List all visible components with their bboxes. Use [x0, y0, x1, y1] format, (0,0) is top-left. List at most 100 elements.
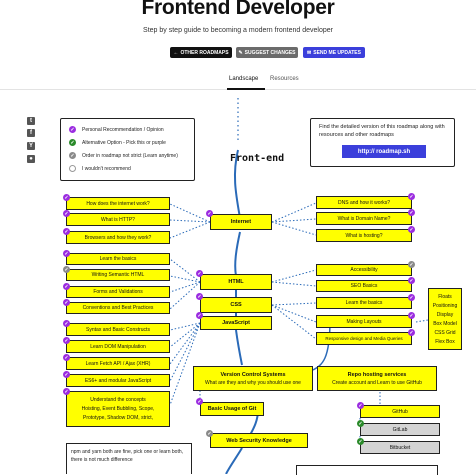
check-icon: ✓	[63, 266, 70, 273]
suggest-icon: ✎	[238, 49, 243, 56]
legend-item: ✓ Personal Recommendation / Opinion	[69, 126, 164, 133]
node-html-topic[interactable]: Forms and Validations	[66, 286, 170, 298]
node-js-topic[interactable]: Learn Fetch API / Ajax (XHR)	[66, 357, 170, 370]
node-javascript[interactable]: JavaScript	[200, 316, 272, 330]
legend-label: Order in roadmap not strict (Learn anyti…	[82, 152, 178, 159]
legend-item: I wouldn't recommend	[69, 165, 131, 172]
legend-item: ✓ Alternative Option - Pick this or purp…	[69, 139, 166, 146]
node-css-topic[interactable]: Making Layouts	[316, 315, 412, 328]
node-internet-right[interactable]: What is hosting?	[316, 229, 412, 242]
hackernews-icon[interactable]: Y	[27, 142, 35, 150]
twitter-icon[interactable]: t	[27, 117, 35, 125]
check-icon: ✓	[357, 402, 364, 409]
facebook-icon[interactable]: f	[27, 129, 35, 137]
reddit-icon[interactable]: ●	[27, 155, 35, 163]
node-css[interactable]: CSS	[200, 297, 272, 313]
check-icon: ✓	[408, 312, 415, 319]
check-icon: ✓	[196, 270, 203, 277]
repo-subtitle: Create account and Learn to use GitHub	[332, 380, 422, 386]
vcs-title: Version Control Systems	[220, 372, 286, 378]
js-concept-line: Hoisting, Event Bubbling, Scope,	[81, 406, 155, 412]
check-icon: ✓	[63, 354, 70, 361]
check-icon: ✓	[196, 398, 203, 405]
node-git-basics[interactable]: Basic Usage of Git	[200, 402, 264, 416]
active-tab-indicator	[227, 88, 265, 90]
node-css-topic[interactable]: Accessibility	[316, 264, 412, 276]
check-icon: ✓	[196, 293, 203, 300]
tab-resources[interactable]: Resources	[270, 76, 299, 82]
node-css-topic[interactable]: SEO Basics	[316, 280, 412, 292]
check-icon: ✓	[206, 430, 213, 437]
check-icon: ✓	[63, 320, 70, 327]
legend-label: Alternative Option - Pick this or purple	[82, 139, 166, 146]
layout-topic: Positioning	[432, 303, 458, 309]
check-icon: ✓	[408, 226, 415, 233]
node-js-topic[interactable]: Learn DOM Manipulation	[66, 340, 170, 353]
node-repo-hosting[interactable]: Repo hosting services Create account and…	[317, 366, 437, 391]
mail-icon: ✉	[307, 49, 312, 56]
suggest-changes-button[interactable]: ✎ SUGGEST CHANGES	[236, 47, 298, 58]
js-concept-line: Understand the concepts	[90, 397, 146, 403]
node-css-topic[interactable]: Learn the basics	[316, 297, 412, 309]
node-html-topic[interactable]: Conventions and Best Practices	[66, 302, 170, 314]
page-title: Frontend Developer	[141, 0, 335, 19]
check-icon: ✓	[69, 126, 76, 133]
node-internet-left[interactable]: How does the internet work?	[66, 197, 170, 210]
send-updates-label: SEND ME UPDATES	[313, 49, 361, 56]
info-box: Find the detailed version of this roadma…	[310, 118, 455, 167]
check-icon: ✓	[408, 193, 415, 200]
check-icon: ✓	[357, 438, 364, 445]
info-text: Find the detailed version of this roadma…	[319, 124, 445, 138]
legend-label: Personal Recommendation / Opinion	[82, 126, 164, 133]
check-icon: ✓	[63, 194, 70, 201]
node-internet-left[interactable]: Browsers and how they work?	[66, 231, 170, 244]
check-icon: ✓	[408, 294, 415, 301]
check-icon: ✓	[63, 299, 70, 306]
node-js-topic[interactable]: Syntax and Basic Constructs	[66, 323, 170, 336]
check-icon: ✓	[69, 152, 76, 159]
node-gitlab[interactable]: GitLab	[360, 423, 440, 436]
repo-title: Repo hosting services	[347, 372, 407, 378]
check-icon: ✓	[69, 139, 76, 146]
empty-dot-icon	[69, 165, 76, 172]
check-icon: ✓	[63, 210, 70, 217]
check-icon: ✓	[408, 209, 415, 216]
node-html-topic[interactable]: Writing Semantic HTML	[66, 269, 170, 281]
other-roadmaps-button[interactable]: ← OTHER ROADMAPS	[170, 47, 232, 58]
node-internet-left[interactable]: What is HTTP?	[66, 213, 170, 226]
node-internet[interactable]: Internet	[210, 214, 272, 230]
next-node-partial	[296, 465, 438, 475]
check-icon: ✓	[206, 210, 213, 217]
layout-topic: Display	[436, 312, 454, 318]
roadmap-link-button[interactable]: http:// roadmap.sh	[342, 145, 426, 158]
node-github[interactable]: GitHub	[360, 405, 440, 418]
check-icon: ✓	[63, 388, 70, 395]
js-concept-line: Prototype, Shadow DOM, strict,	[82, 415, 154, 421]
legend-box: ✓ Personal Recommendation / Opinion ✓ Al…	[60, 118, 195, 181]
send-updates-button[interactable]: ✉ SEND ME UPDATES	[303, 47, 365, 58]
check-icon: ✓	[63, 337, 70, 344]
vcs-subtitle: What are they and why you should use one	[205, 380, 301, 386]
node-internet-right[interactable]: What is Domain Name?	[316, 212, 412, 225]
package-manager-note: npm and yarn both are fine, pick one or …	[66, 443, 192, 474]
node-internet-right[interactable]: DNS and how it works?	[316, 196, 412, 209]
node-web-security[interactable]: Web Security Knowledge	[210, 433, 308, 448]
node-vcs[interactable]: Version Control Systems What are they an…	[193, 366, 313, 391]
check-icon: ✓	[408, 329, 415, 336]
legend-label: I wouldn't recommend	[82, 165, 131, 172]
node-html-topic[interactable]: Learn the basics	[66, 253, 170, 265]
arrow-left-icon: ←	[173, 49, 179, 56]
node-css-topic[interactable]: Responsive design and Media Queries	[316, 332, 412, 345]
node-html[interactable]: HTML	[200, 274, 272, 290]
node-js-concepts[interactable]: Understand the concepts Hoisting, Event …	[66, 391, 170, 427]
check-icon: ✓	[408, 277, 415, 284]
layout-topic: CSS Grid	[434, 330, 456, 336]
node-bitbucket[interactable]: Bitbucket	[360, 441, 440, 454]
tab-landscape[interactable]: Landscape	[229, 76, 259, 82]
node-js-topic[interactable]: ES6+ and modular JavaScript	[66, 374, 170, 387]
layout-topic: Floats	[438, 294, 452, 300]
layout-topic: Box Model	[433, 321, 457, 327]
layout-topics-list: Floats Positioning Display Box Model CSS…	[428, 288, 462, 350]
suggest-changes-label: SUGGEST CHANGES	[244, 49, 296, 56]
